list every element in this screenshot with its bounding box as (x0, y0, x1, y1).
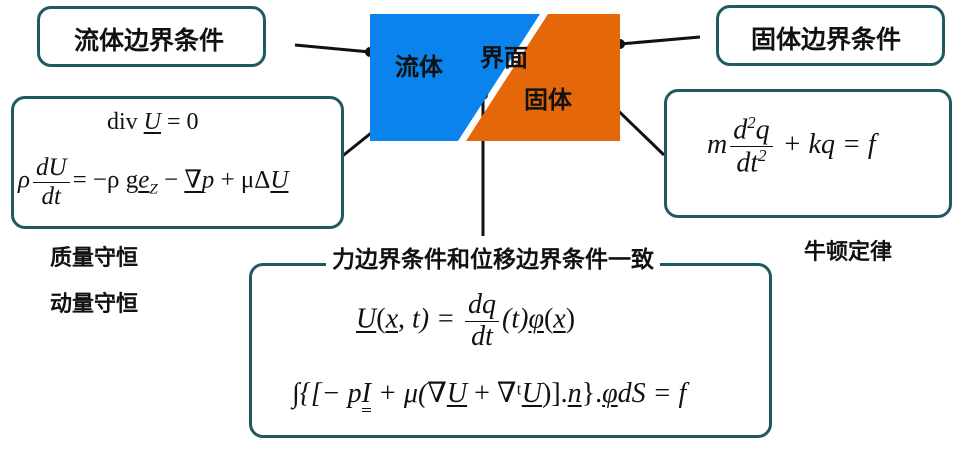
momentum-conservation-label: 动量守恒 (50, 292, 139, 317)
fluid-label: 流体 (395, 53, 443, 81)
solid-label: 固体 (524, 86, 572, 114)
continuity-equation: div U = 0 (107, 109, 199, 135)
solid-boundary-title: 固体边界条件 (751, 25, 902, 54)
interface-label: 界面 (480, 44, 528, 72)
newton-law-label: 牛顿定律 (804, 240, 893, 265)
force-equation: ∫{[− pI + μ(∇U + ∇ᵗU)].n}.φdS = f (292, 376, 686, 412)
fluid-boundary-box: 流体边界条件 (37, 6, 266, 67)
fluid-solid-diagram (370, 14, 620, 141)
fluid-boundary-title: 流体边界条件 (74, 26, 225, 55)
interface-conditions-box (249, 263, 772, 438)
solid-boundary-box: 固体边界条件 (716, 5, 945, 66)
interface-conditions-title: 力边界条件和位移边界条件一致 (326, 240, 660, 274)
mass-conservation-label: 质量守恒 (50, 246, 139, 271)
